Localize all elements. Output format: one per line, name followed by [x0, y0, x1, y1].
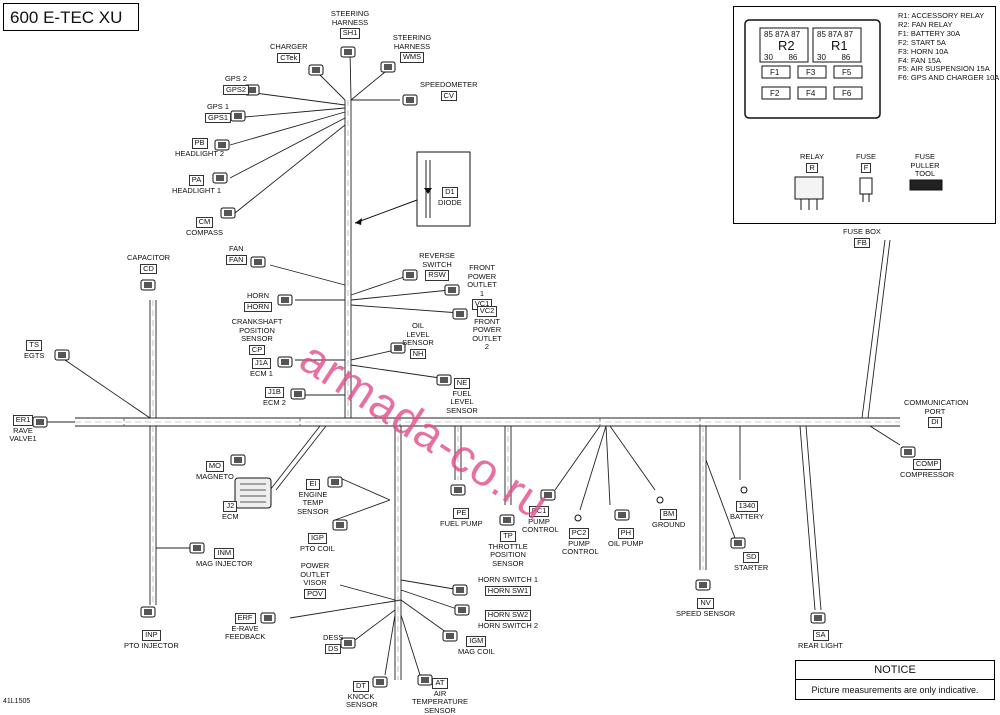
fuse-f2: F2	[770, 89, 780, 98]
page-title: 600 E-TEC XU	[3, 3, 139, 31]
legend-item: R2: FAN RELAY	[898, 19, 953, 29]
notice-text: Picture measurements are only indicative…	[811, 685, 979, 695]
r2-pins-bottom: 30 86	[764, 53, 798, 62]
r1-pins-bottom: 30 86	[817, 53, 851, 62]
r1-pins-top: 85 87A 87	[817, 30, 854, 39]
fuse-icon	[859, 177, 873, 202]
fuse-f1: F1	[770, 68, 780, 77]
fuse-f3: F3	[806, 68, 816, 77]
reference-code: 41L1505	[3, 698, 31, 705]
legend-panel	[733, 6, 996, 224]
legend-item: F6: GPS AND CHARGER 10A	[898, 73, 1000, 83]
fuse-puller-label: FUSE PULLER TOOL	[910, 152, 940, 178]
legend-list: R1: ACCESSORY RELAY R2: FAN RELAY F1: BA…	[898, 11, 1000, 83]
ecm-block-icon	[234, 477, 272, 509]
relay-icon	[794, 176, 824, 210]
fuse-f6: F6	[842, 89, 852, 98]
fuse-f5: F5	[842, 68, 852, 77]
relay-r1: R1	[831, 38, 848, 53]
legend-item: F3: HORN 10A	[898, 46, 949, 56]
main-trunk	[75, 417, 900, 427]
legend-item: F5: AIR SUSPENSION 15A	[898, 64, 990, 74]
legend-item: F4: FAN 15A	[898, 55, 941, 65]
r2-pins-top: 85 87A 87	[764, 30, 801, 39]
legend-item: F1: BATTERY 30A	[898, 28, 961, 38]
fuse-puller-icon	[909, 179, 943, 191]
fuse-box-drawing	[744, 19, 881, 119]
legend-item: R1: ACCESSORY RELAY	[898, 11, 985, 20]
legend-item: F2: START 5A	[898, 37, 946, 47]
relay-r2: R2	[778, 38, 795, 53]
fuse-f4: F4	[806, 89, 816, 98]
notice-box: NOTICE Picture measurements are only ind…	[795, 660, 995, 700]
notice-title: NOTICE	[796, 661, 994, 680]
